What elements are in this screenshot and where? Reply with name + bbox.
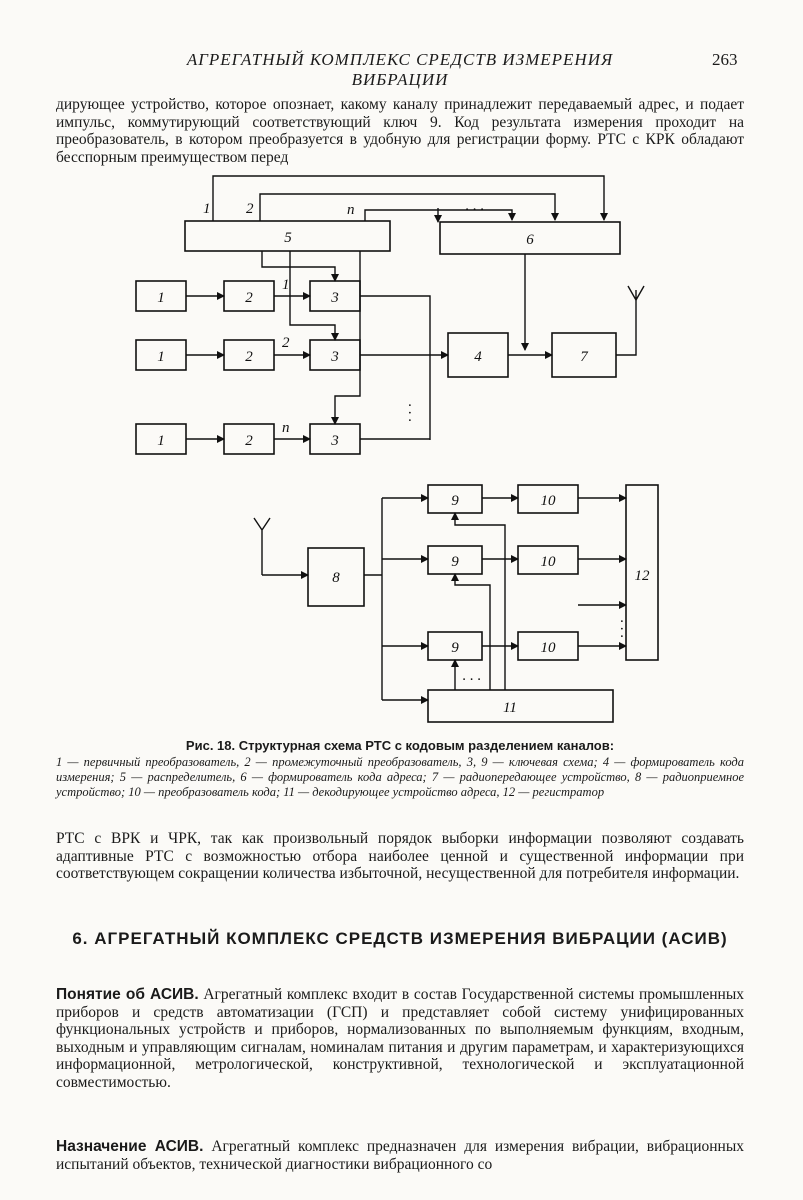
block-1-row2-label: 1 <box>157 349 165 365</box>
block-8-receiver <box>307 547 365 607</box>
transmit-antenna-icon <box>627 285 645 301</box>
receive-antenna-icon <box>253 517 271 575</box>
block-11-address-decoder <box>427 689 614 723</box>
concept-run-in-head: Понятие об АСИВ. <box>56 986 199 1003</box>
block-4-label: 4 <box>474 349 482 365</box>
block-3-row2-label: 3 <box>330 349 339 365</box>
block-9-row1-label: 9 <box>451 493 459 509</box>
section-heading: 6. АГРЕГАТНЫЙ КОМПЛЕКС СРЕДСТВ ИЗМЕРЕНИЯ… <box>72 929 728 948</box>
top-ellipsis: · · · <box>465 202 484 218</box>
bottom-ellipsis: · · · <box>462 672 481 688</box>
block-diagram: 5 6 · · · 1 2 n 1 2 1 3 1 2 2 3 1 2 n 3 … <box>135 175 659 723</box>
block-10-row2-label: 10 <box>541 554 557 570</box>
block-2-row1-label: 2 <box>245 290 253 306</box>
purpose-run-in-head: Назначение АСИВ. <box>56 1138 204 1155</box>
row2-channel-label: 2 <box>282 335 290 351</box>
row1-channel-label: 1 <box>282 277 290 293</box>
block-3-row3-label: 3 <box>330 433 339 449</box>
block-12-label: 12 <box>635 568 651 584</box>
page-number: 263 <box>712 50 738 69</box>
caption-title: Рис. 18. Структурная схема РТС с кодовым… <box>185 738 615 753</box>
vertical-ellipsis-2: · · · <box>613 619 629 638</box>
purpose-paragraph: Назначение АСИВ. Агрегатный комплекс пре… <box>56 1138 744 1173</box>
block-9-row2-label: 9 <box>451 554 459 570</box>
ctrl-5-to-3-row3 <box>331 251 361 425</box>
running-header: АГРЕГАТНЫЙ КОМПЛЕКС СРЕДСТВ ИЗМЕРЕНИЯ ВИ… <box>186 50 614 89</box>
bus-3-to-4 <box>360 295 431 440</box>
block-12-recorder <box>625 484 659 661</box>
line-5-2-to-6 <box>259 193 559 221</box>
block-6-address-coder <box>439 221 621 255</box>
ctrl-11-to-9-row2 <box>451 573 491 690</box>
concept-text: Агрегатный комплекс входит в состав Госу… <box>56 986 744 1091</box>
ctrl-11-to-9-row1 <box>451 512 506 690</box>
intro-paragraph: дирующее устройство, которое опознает, к… <box>56 96 744 166</box>
line-label-2: 2 <box>246 201 254 217</box>
block-11-label: 11 <box>503 700 517 716</box>
block-1-row3-label: 1 <box>157 433 165 449</box>
figure-caption: Рис. 18. Структурная схема РТС с кодовым… <box>56 738 744 800</box>
block-9-row3-label: 9 <box>451 640 459 656</box>
block-1-row1-label: 1 <box>157 290 165 306</box>
block-2-row3-label: 2 <box>245 433 253 449</box>
block-5-distributor <box>184 220 391 252</box>
line-5-1-to-6 <box>212 175 608 221</box>
ctrl-5-to-3-row2 <box>289 251 339 341</box>
block-2-row2-label: 2 <box>245 349 253 365</box>
block-7-label: 7 <box>580 349 589 365</box>
block-8-label: 8 <box>332 570 340 586</box>
concept-paragraph: Понятие об АСИВ. Агрегатный комплекс вхо… <box>56 986 744 1091</box>
block-3-row1-label: 3 <box>330 290 339 306</box>
after-figure-paragraph: РТС с ВРК и ЧРК, так как произвольный по… <box>56 830 744 882</box>
block-6-label: 6 <box>526 232 534 248</box>
line-7-to-antenna <box>616 300 637 356</box>
block-10-row1-label: 10 <box>541 493 557 509</box>
purpose-text: Агрегатный комплекс предназначен для изм… <box>56 1138 744 1173</box>
caption-legend: 1 — первичный преобразователь, 2 — проме… <box>56 755 744 799</box>
block-5-label: 5 <box>284 230 292 246</box>
row3-channel-label: n <box>282 420 290 436</box>
vertical-ellipsis-1: · · · <box>401 403 417 422</box>
line-label-n: n <box>347 202 355 218</box>
block-10-row2 <box>517 545 579 575</box>
line-label-1: 1 <box>203 201 211 217</box>
block-10-row1 <box>517 484 579 514</box>
block-10-row3-label: 10 <box>541 640 557 656</box>
ctrl-5-to-3-row1 <box>261 251 339 282</box>
